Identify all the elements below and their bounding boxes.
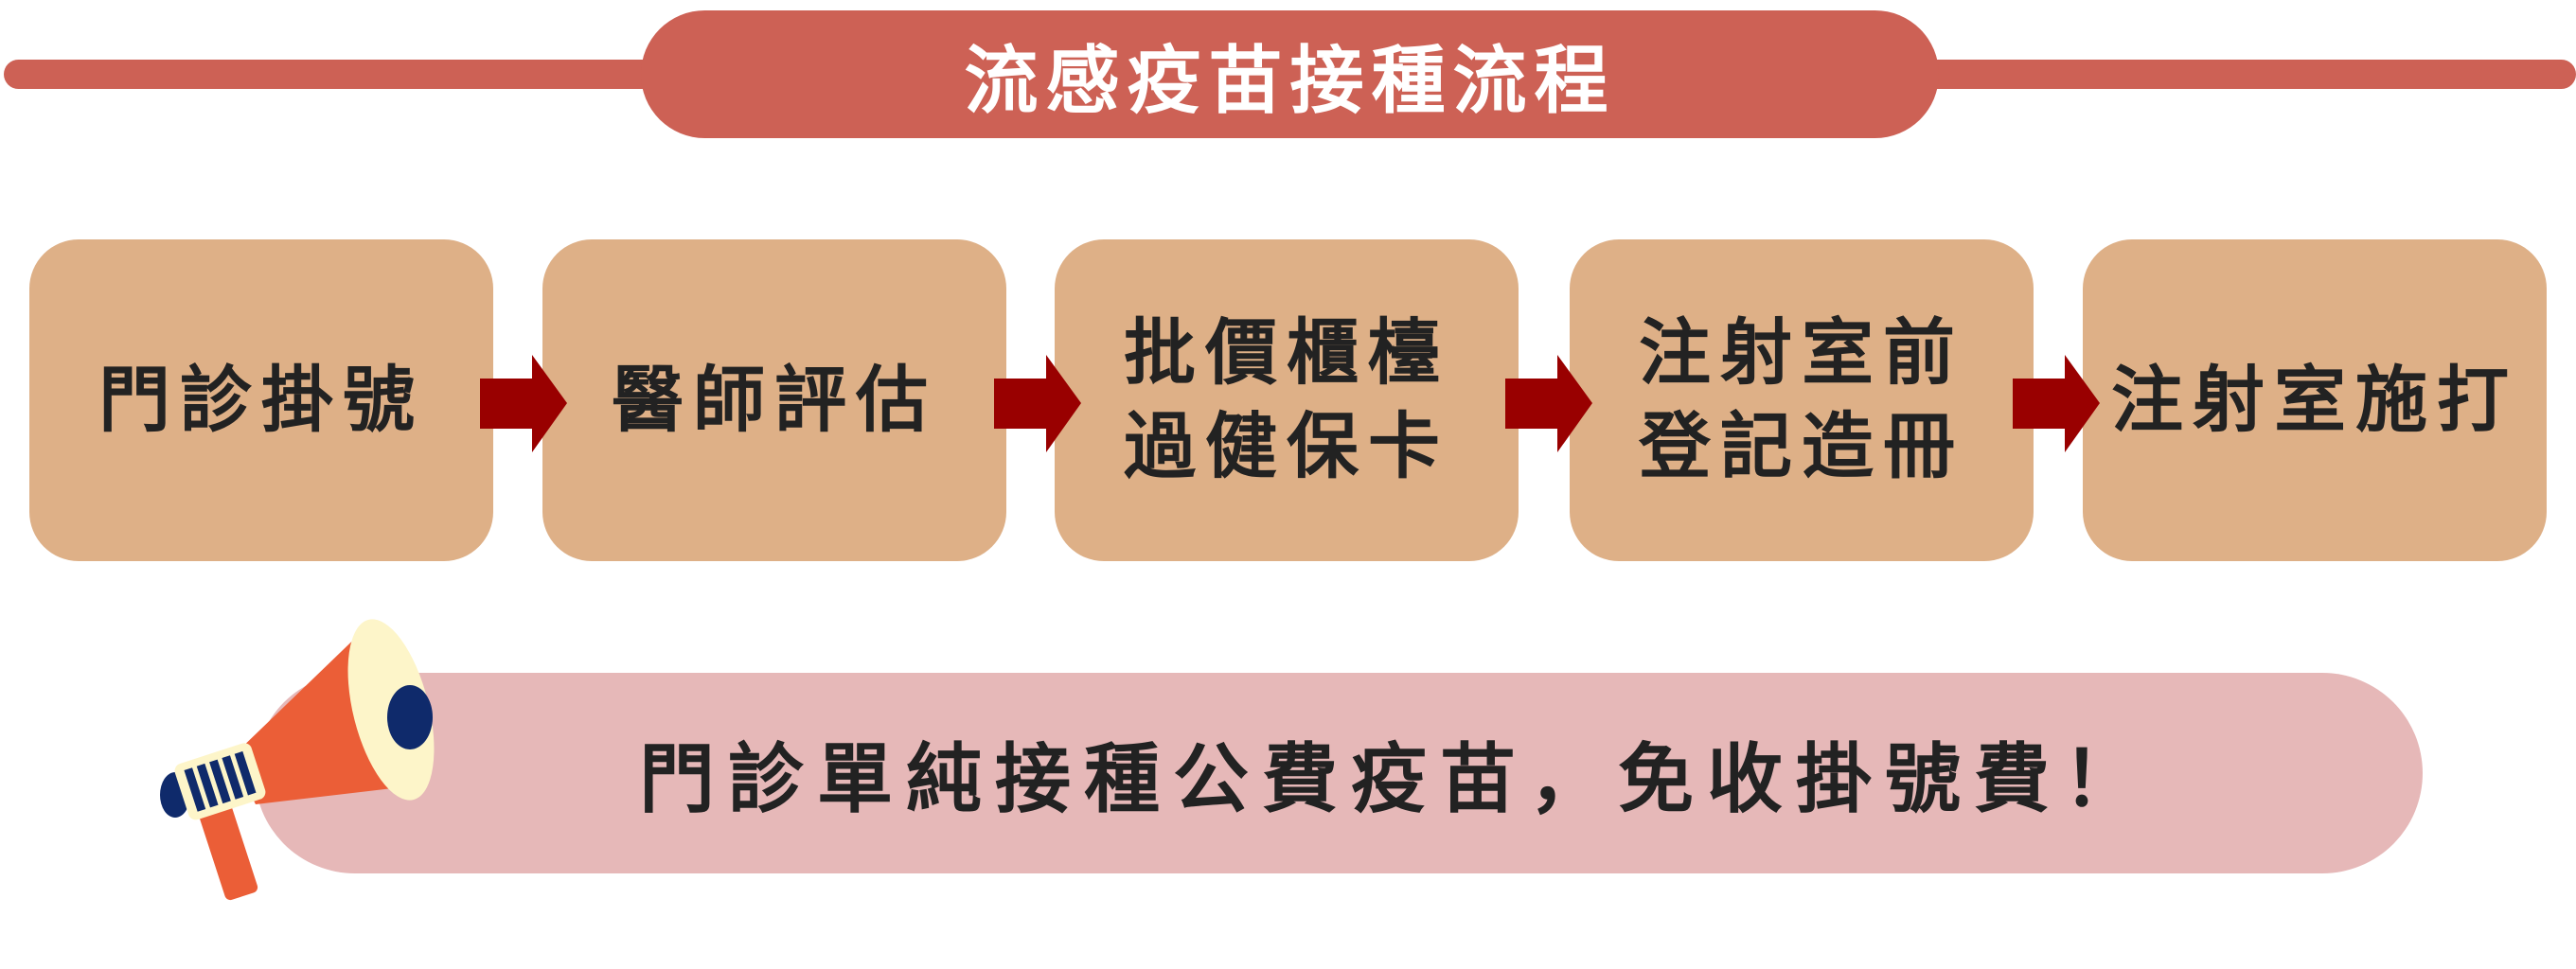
arrow-right-icon (480, 355, 567, 452)
step-5-box: 注射室施打 (2083, 239, 2547, 561)
step-label: 醫師評估 (612, 357, 937, 442)
step-4-box: 注射室前 登記造冊 (1570, 239, 2034, 561)
step-3-box: 批價櫃檯 過健保卡 (1055, 239, 1519, 561)
title-banner: 流感疫苗接種流程 (641, 10, 1939, 138)
step-label: 門診掛號 (98, 357, 424, 442)
notice-banner: 門診單純接種公費疫苗，免收掛號費！ (255, 673, 2423, 873)
step-2-box: 醫師評估 (542, 239, 1006, 561)
step-label: 注射室前 登記造冊 (1639, 310, 1964, 488)
step-label: 批價櫃檯 過健保卡 (1124, 310, 1449, 488)
notice-text: 門診單純接種公費疫苗，免收掛號費！ (639, 735, 2152, 823)
step-label: 注射室施打 (2111, 357, 2518, 442)
arrow-right-icon (994, 355, 1081, 452)
megaphone-icon (160, 619, 435, 901)
page-title: 流感疫苗接種流程 (964, 38, 1616, 124)
step-1-box: 門診掛號 (29, 239, 493, 561)
arrow-right-icon (1505, 355, 1592, 452)
arrow-right-icon (2013, 355, 2100, 452)
